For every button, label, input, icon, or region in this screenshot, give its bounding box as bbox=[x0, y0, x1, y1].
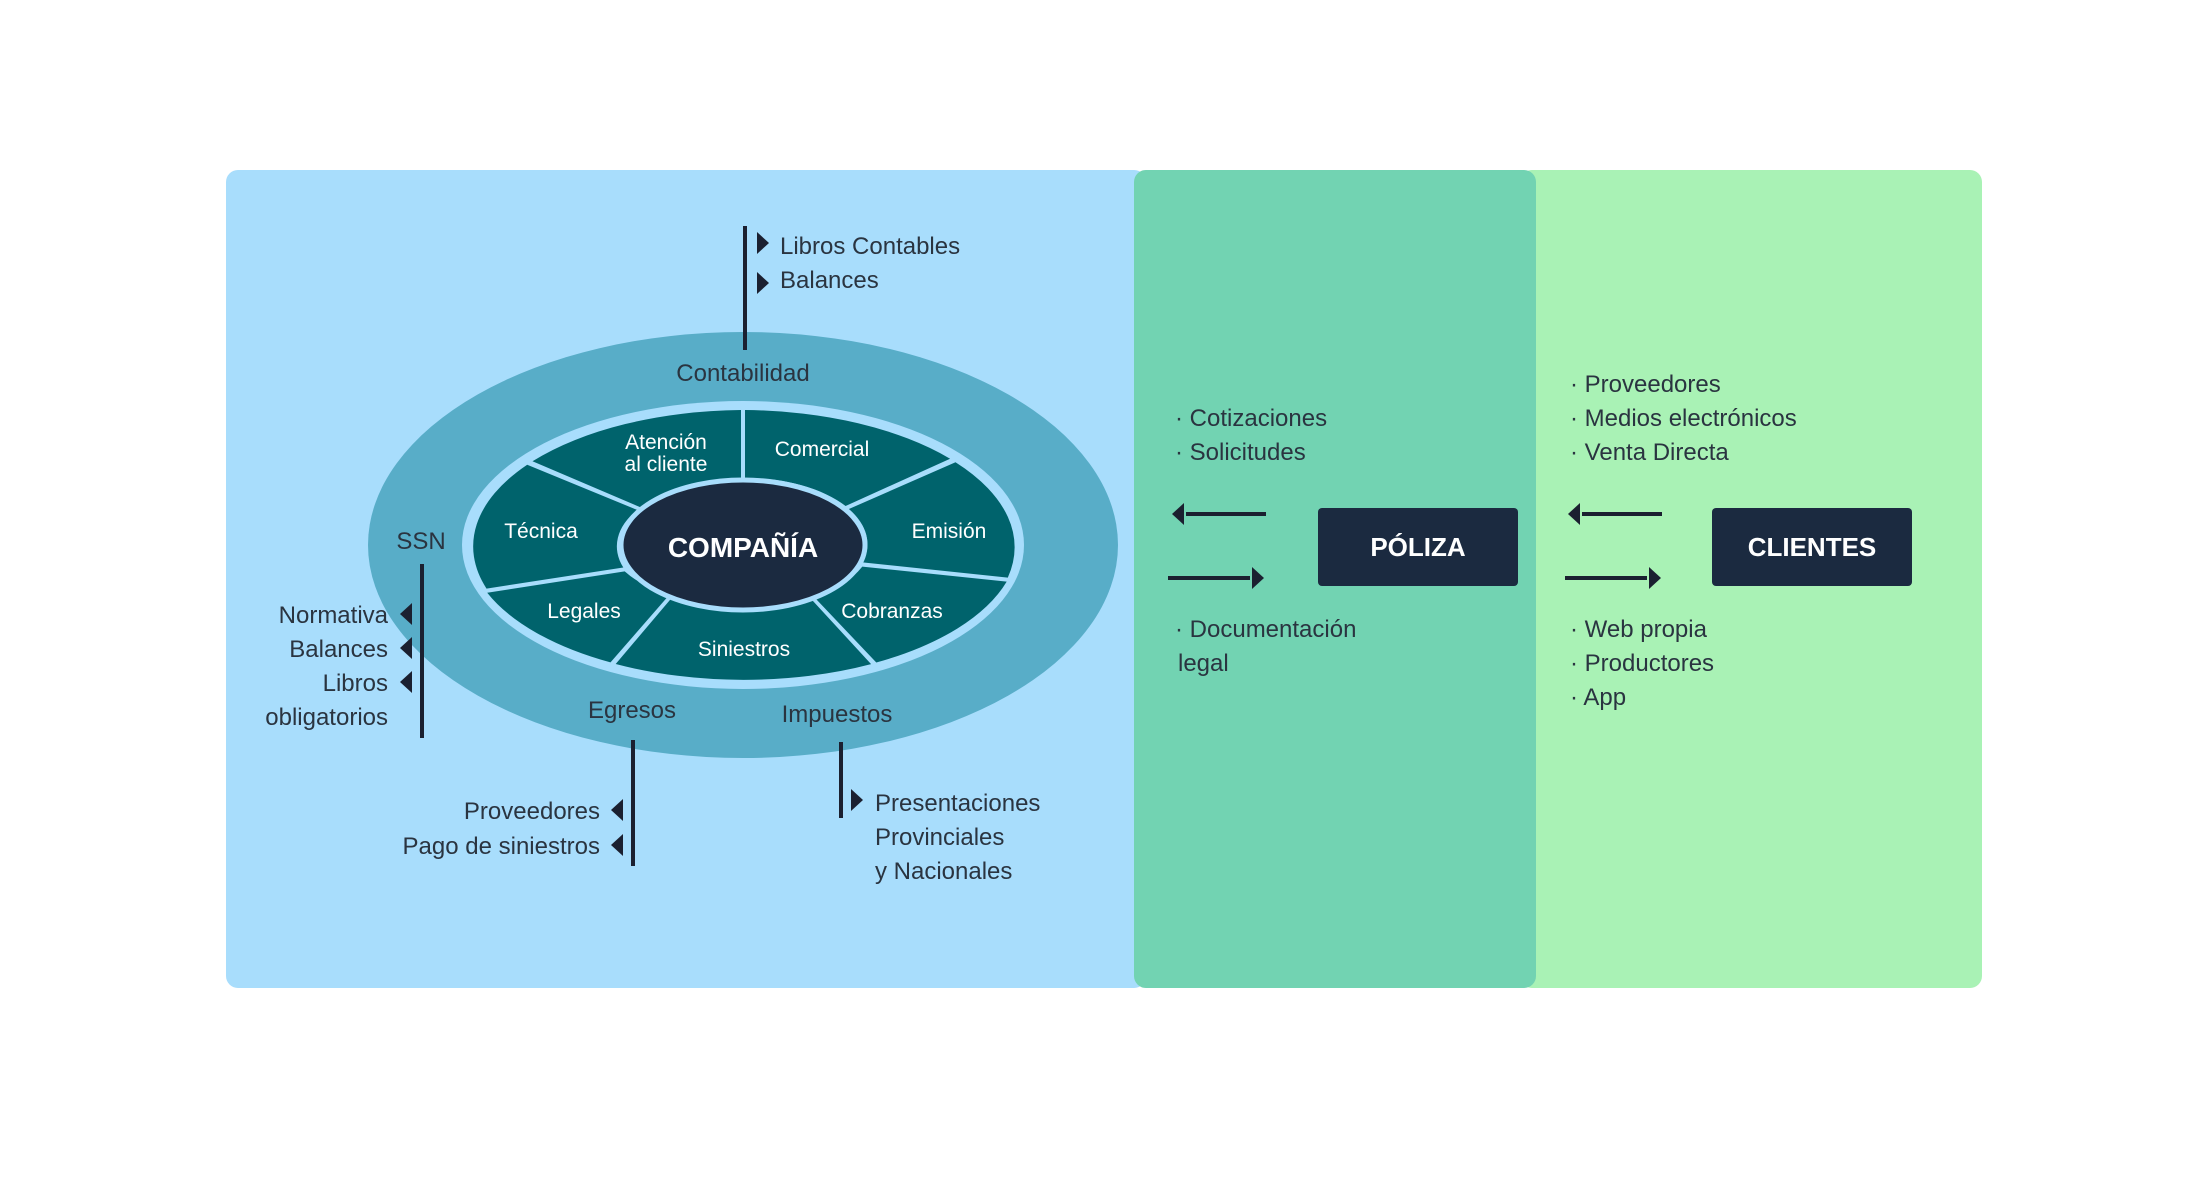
department-ring bbox=[462, 401, 1024, 689]
arrow-right-icon bbox=[757, 232, 769, 254]
contabilidad-item-2: Balances bbox=[780, 267, 879, 294]
arrow-left-icon bbox=[400, 603, 412, 625]
sector-tecnica bbox=[473, 464, 638, 589]
center-ellipse bbox=[618, 477, 868, 613]
sector-comercial bbox=[745, 410, 951, 506]
ssn-item-4: obligatorios bbox=[265, 704, 388, 731]
impuestos-item-3: y Nacionales bbox=[875, 858, 1012, 885]
clientes-bottom-item-3: · App bbox=[1570, 684, 1626, 711]
sector-label-atencion-2: al cliente bbox=[625, 453, 708, 476]
clientes-arrows bbox=[1565, 503, 1662, 589]
poliza-box bbox=[1318, 508, 1518, 586]
impuestos-connector bbox=[839, 742, 863, 818]
sector-label-legales: Legales bbox=[547, 600, 621, 623]
ssn-connector bbox=[400, 564, 424, 738]
sector-label-emision: Emisión bbox=[912, 520, 987, 543]
arrow-right-icon bbox=[1649, 567, 1661, 589]
center-label: COMPAÑÍA bbox=[668, 532, 818, 563]
sector-label-tecnica: Técnica bbox=[504, 520, 578, 543]
arrow-left-icon bbox=[611, 834, 623, 856]
arrow-left-icon bbox=[400, 671, 412, 693]
impuestos-item-1: Presentaciones bbox=[875, 790, 1040, 817]
arrow-left-icon bbox=[400, 637, 412, 659]
poliza-arrows bbox=[1168, 503, 1266, 589]
egresos-item-1: Proveedores bbox=[464, 798, 600, 825]
poliza-top-item-2: · Solicitudes bbox=[1175, 439, 1306, 466]
impuestos-item-2: Provinciales bbox=[875, 824, 1004, 851]
clientes-top-item-3: · Venta Directa bbox=[1570, 439, 1729, 466]
sector-emision bbox=[848, 462, 1015, 578]
arrow-right-icon bbox=[851, 789, 863, 811]
poliza-bottom-item-1: · Documentación bbox=[1175, 616, 1356, 643]
clientes-box-label: CLIENTES bbox=[1748, 532, 1877, 562]
ssn-item-2: Balances bbox=[289, 636, 388, 663]
ssn-item-1: Normativa bbox=[279, 602, 389, 629]
label-ssn: SSN bbox=[396, 528, 445, 555]
arrow-left-icon bbox=[1568, 503, 1580, 525]
clientes-bottom-item-1: · Web propia bbox=[1570, 616, 1708, 643]
egresos-item-2: Pago de siniestros bbox=[403, 833, 600, 860]
ssn-item-3: Libros bbox=[323, 670, 388, 697]
poliza-box-label: PÓLIZA bbox=[1370, 532, 1466, 562]
clientes-top-item-2: · Medios electrónicos bbox=[1570, 405, 1797, 432]
sector-label-comercial: Comercial bbox=[775, 438, 870, 461]
sector-legales bbox=[487, 571, 670, 663]
sector-label-siniestros: Siniestros bbox=[698, 638, 790, 661]
sector-label-atencion-1: Atención bbox=[625, 431, 707, 454]
arrow-left-icon bbox=[611, 799, 623, 821]
clientes-top-item-1: · Proveedores bbox=[1570, 371, 1721, 398]
poliza-top-item-1: · Cotizaciones bbox=[1175, 405, 1327, 432]
clientes-box bbox=[1712, 508, 1912, 586]
contabilidad-item-1: Libros Contables bbox=[780, 233, 960, 260]
sector-atencion bbox=[532, 410, 741, 508]
sector-cobranzas bbox=[814, 566, 1007, 663]
arrow-left-icon bbox=[1172, 503, 1184, 525]
arrow-right-icon bbox=[757, 272, 769, 294]
arrow-right-icon bbox=[1252, 567, 1264, 589]
clientes-bottom-item-2: · Productores bbox=[1570, 650, 1714, 677]
label-impuestos: Impuestos bbox=[782, 701, 893, 728]
egresos-connector bbox=[611, 740, 635, 866]
label-egresos: Egresos bbox=[588, 697, 676, 724]
sector-siniestros bbox=[615, 596, 872, 680]
contabilidad-connector bbox=[743, 226, 769, 350]
poliza-bottom-item-2: legal bbox=[1178, 650, 1229, 677]
sector-label-cobranzas: Cobranzas bbox=[841, 600, 943, 623]
label-contabilidad: Contabilidad bbox=[676, 360, 809, 387]
